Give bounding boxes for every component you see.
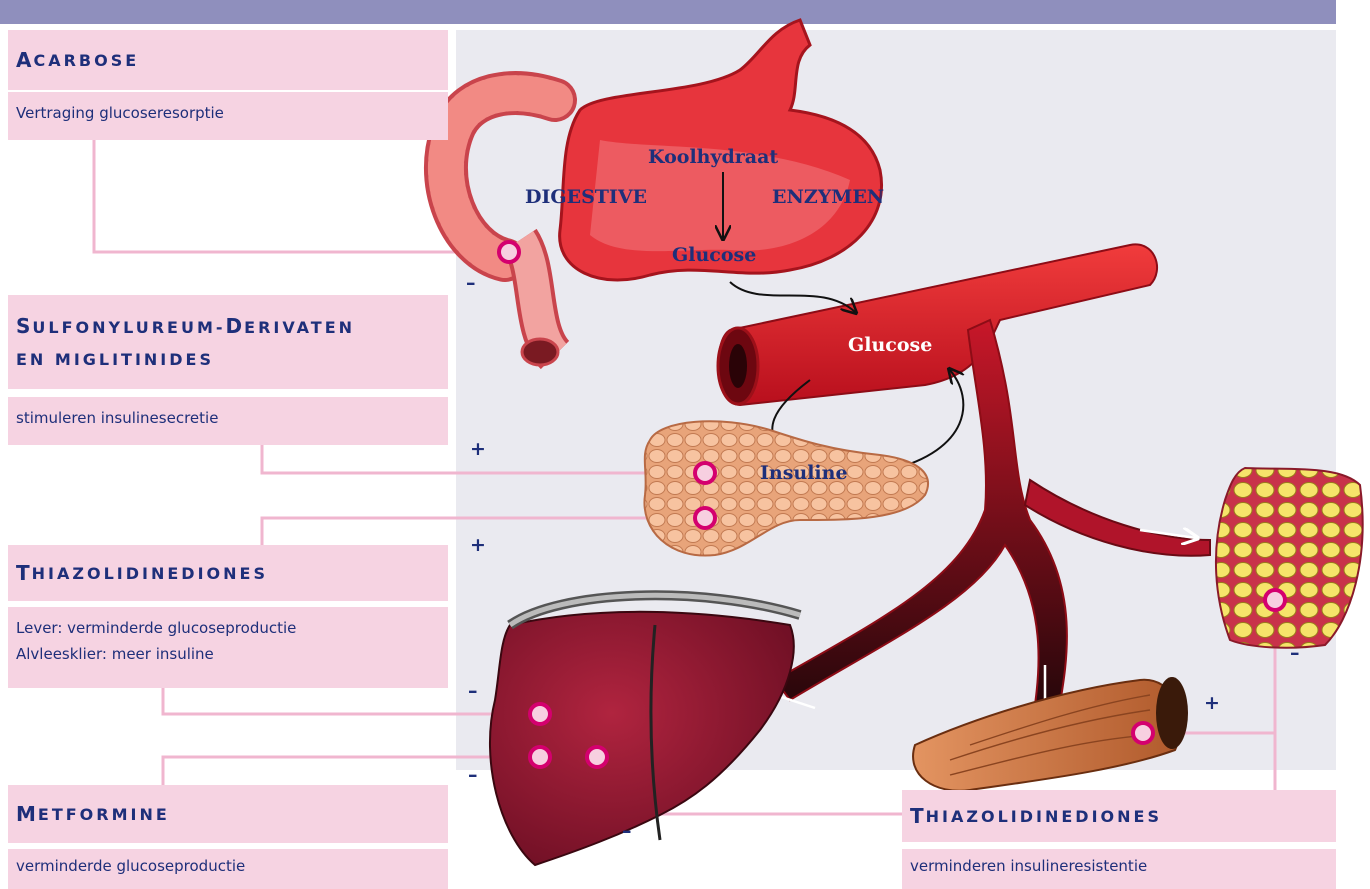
label-insuline: Insuline — [760, 462, 848, 484]
acarbose-description: Vertraging glucoseresorptie — [8, 92, 448, 140]
thiazo-right-title: Thiazolidinediones — [902, 790, 1336, 842]
thiazo-right-description: verminderen insulineresistentie — [902, 849, 1336, 889]
metformine-title: Metformine — [8, 785, 448, 843]
acarbose-title: Acarbose — [8, 30, 448, 90]
sign-liver-metformine: – — [622, 820, 632, 842]
marker-liver-top — [530, 704, 550, 724]
pancreas — [644, 421, 928, 555]
sign-liver-bottom: – — [468, 764, 478, 786]
label-digestive: DIGESTIVE — [525, 186, 647, 208]
label-enzymen: ENZYMEN — [772, 186, 884, 208]
marker-liver-metformine — [587, 747, 607, 767]
marker-pancreas-bottom — [695, 508, 715, 528]
label-glucose-stomach: Glucose — [672, 244, 756, 266]
sulfonyl-description: stimuleren insulinesecretie — [8, 397, 448, 445]
sulfonyl-title: Sulfonylureum-Derivaten en miglitinides — [8, 295, 448, 389]
marker-fat — [1265, 590, 1285, 610]
sign-intestine: – — [466, 272, 476, 294]
label-koolhydraat: Koolhydraat — [648, 146, 778, 168]
thiazo-left-title: Thiazolidinediones — [8, 545, 448, 601]
sign-liver-top: – — [468, 680, 478, 702]
intestine — [446, 93, 558, 365]
marker-liver-bottom — [530, 747, 550, 767]
sign-muscle: + — [1204, 692, 1220, 714]
label-glucose-vessel: Glucose — [848, 334, 932, 356]
marker-intestine — [499, 242, 519, 262]
thiazo-left-description: Lever: verminderde glucoseproductie Alvl… — [8, 607, 448, 688]
sign-pancreas-top: + — [470, 438, 486, 460]
fat-tissue — [1216, 468, 1363, 648]
marker-pancreas-top — [695, 463, 715, 483]
sign-fat: – — [1290, 642, 1300, 664]
metformine-description: verminderde glucoseproductie — [8, 849, 448, 889]
marker-muscle — [1133, 723, 1153, 743]
sign-pancreas-bottom: + — [470, 534, 486, 556]
liver — [490, 612, 794, 865]
